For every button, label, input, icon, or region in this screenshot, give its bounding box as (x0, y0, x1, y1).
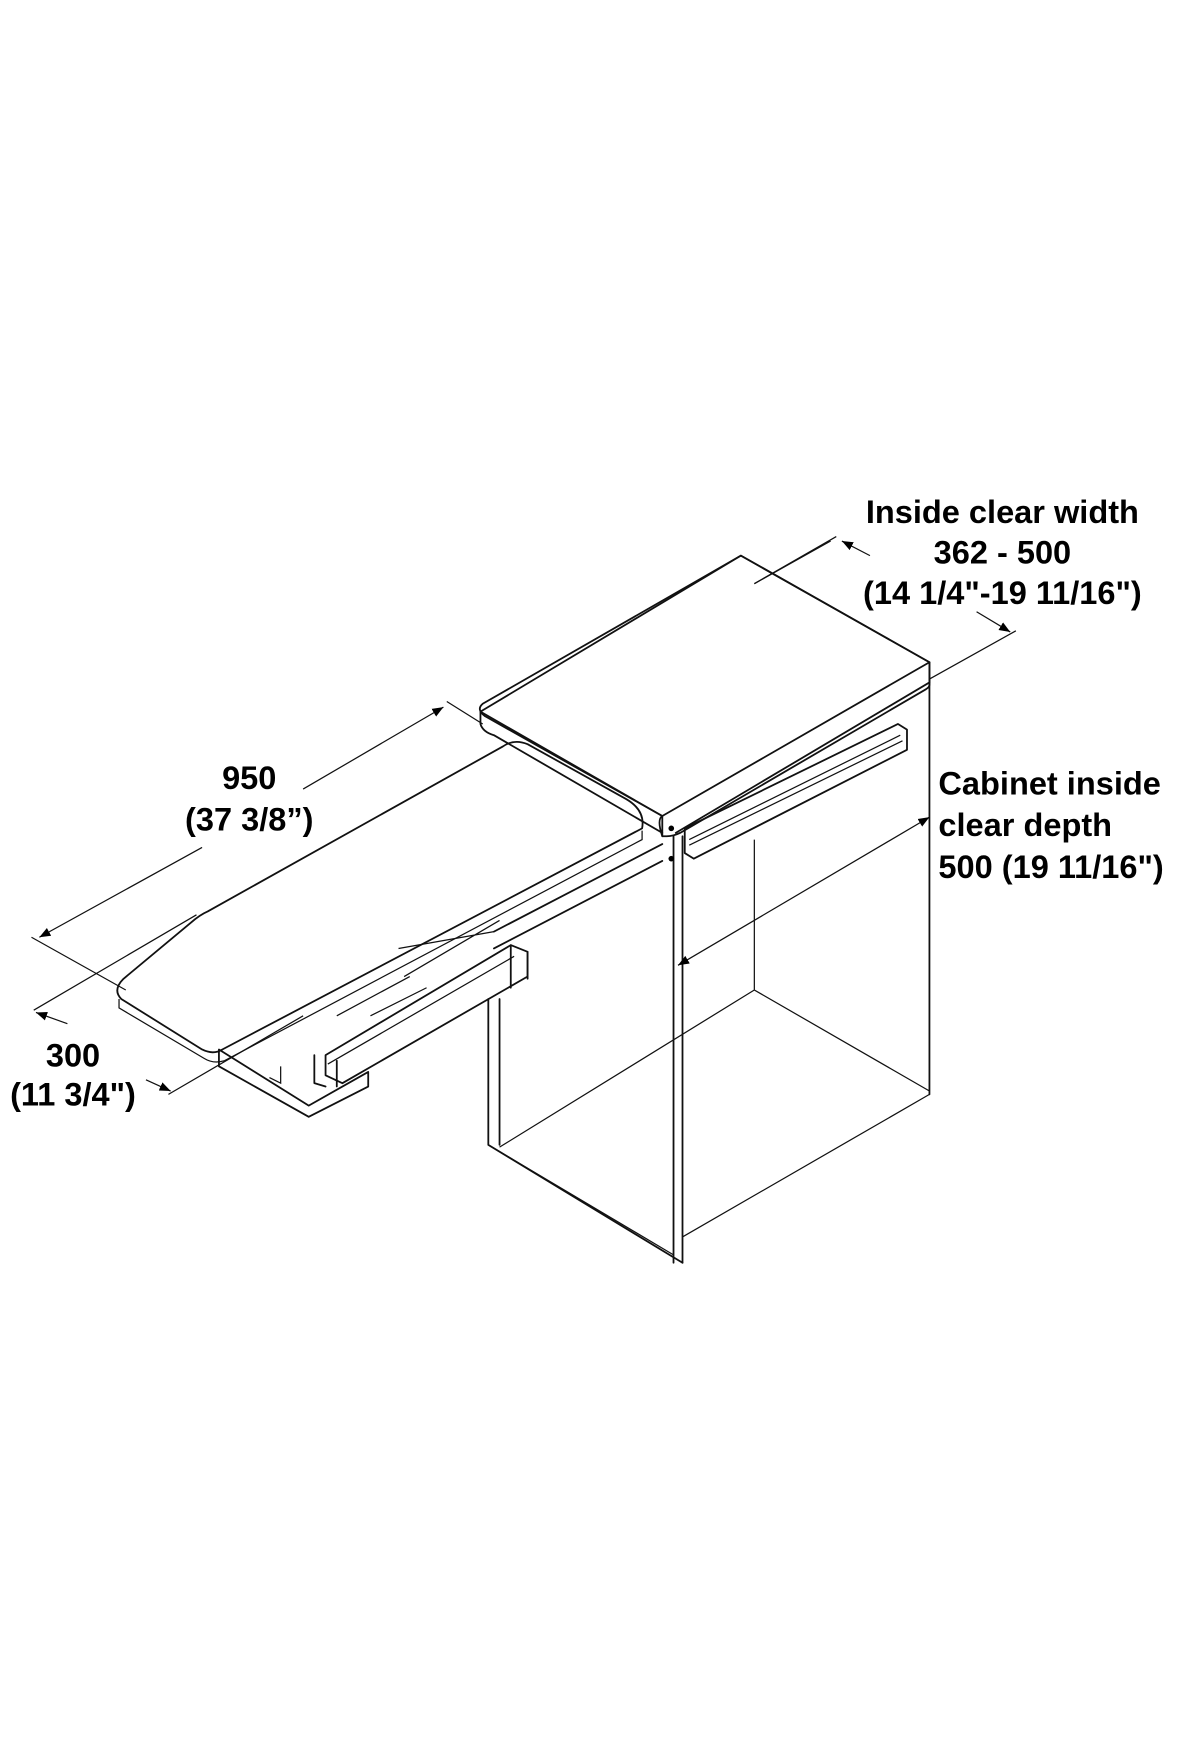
board-width-mm: 300 (46, 1037, 100, 1073)
svg-text:Inside clear width: Inside clear width (866, 494, 1139, 530)
svg-text:(14 1/4"-19 11/16"): (14 1/4"-19 11/16") (863, 575, 1142, 611)
length-dimension (31, 701, 484, 991)
svg-text:(37 3/8”): (37 3/8”) (185, 802, 313, 838)
ironing-board (116, 740, 644, 1054)
svg-text:362 - 500: 362 - 500 (934, 534, 1072, 570)
board-width-inches: (11 3/4") (10, 1077, 136, 1113)
svg-text:Cabinet inside: Cabinet inside (938, 766, 1160, 802)
clear-width-dimension (754, 535, 1017, 680)
clear-width-title: Inside clear width (866, 494, 1139, 530)
svg-text:clear depth: clear depth (938, 807, 1112, 843)
svg-text:950: 950 (222, 760, 276, 796)
board-width-dimension (33, 914, 304, 1095)
pull-out-rails (218, 843, 664, 1118)
svg-text:500 (19 11/16"): 500 (19 11/16") (938, 849, 1163, 885)
clear-depth-title-1: Cabinet inside (938, 766, 1160, 802)
clear-width-inches: (14 1/4"-19 11/16") (863, 575, 1142, 611)
clear-depth-title-2: clear depth (938, 807, 1112, 843)
clear-depth-dimension (677, 816, 930, 966)
cabinet (487, 678, 931, 1264)
countertop (478, 540, 931, 838)
length-mm: 950 (222, 760, 276, 796)
clear-width-mm: 362 - 500 (934, 534, 1072, 570)
svg-text:(11 3/4"): (11 3/4") (10, 1077, 136, 1113)
svg-text:300: 300 (46, 1037, 100, 1073)
length-inches: (37 3/8”) (185, 802, 313, 838)
clear-depth-value: 500 (19 11/16") (938, 849, 1163, 885)
